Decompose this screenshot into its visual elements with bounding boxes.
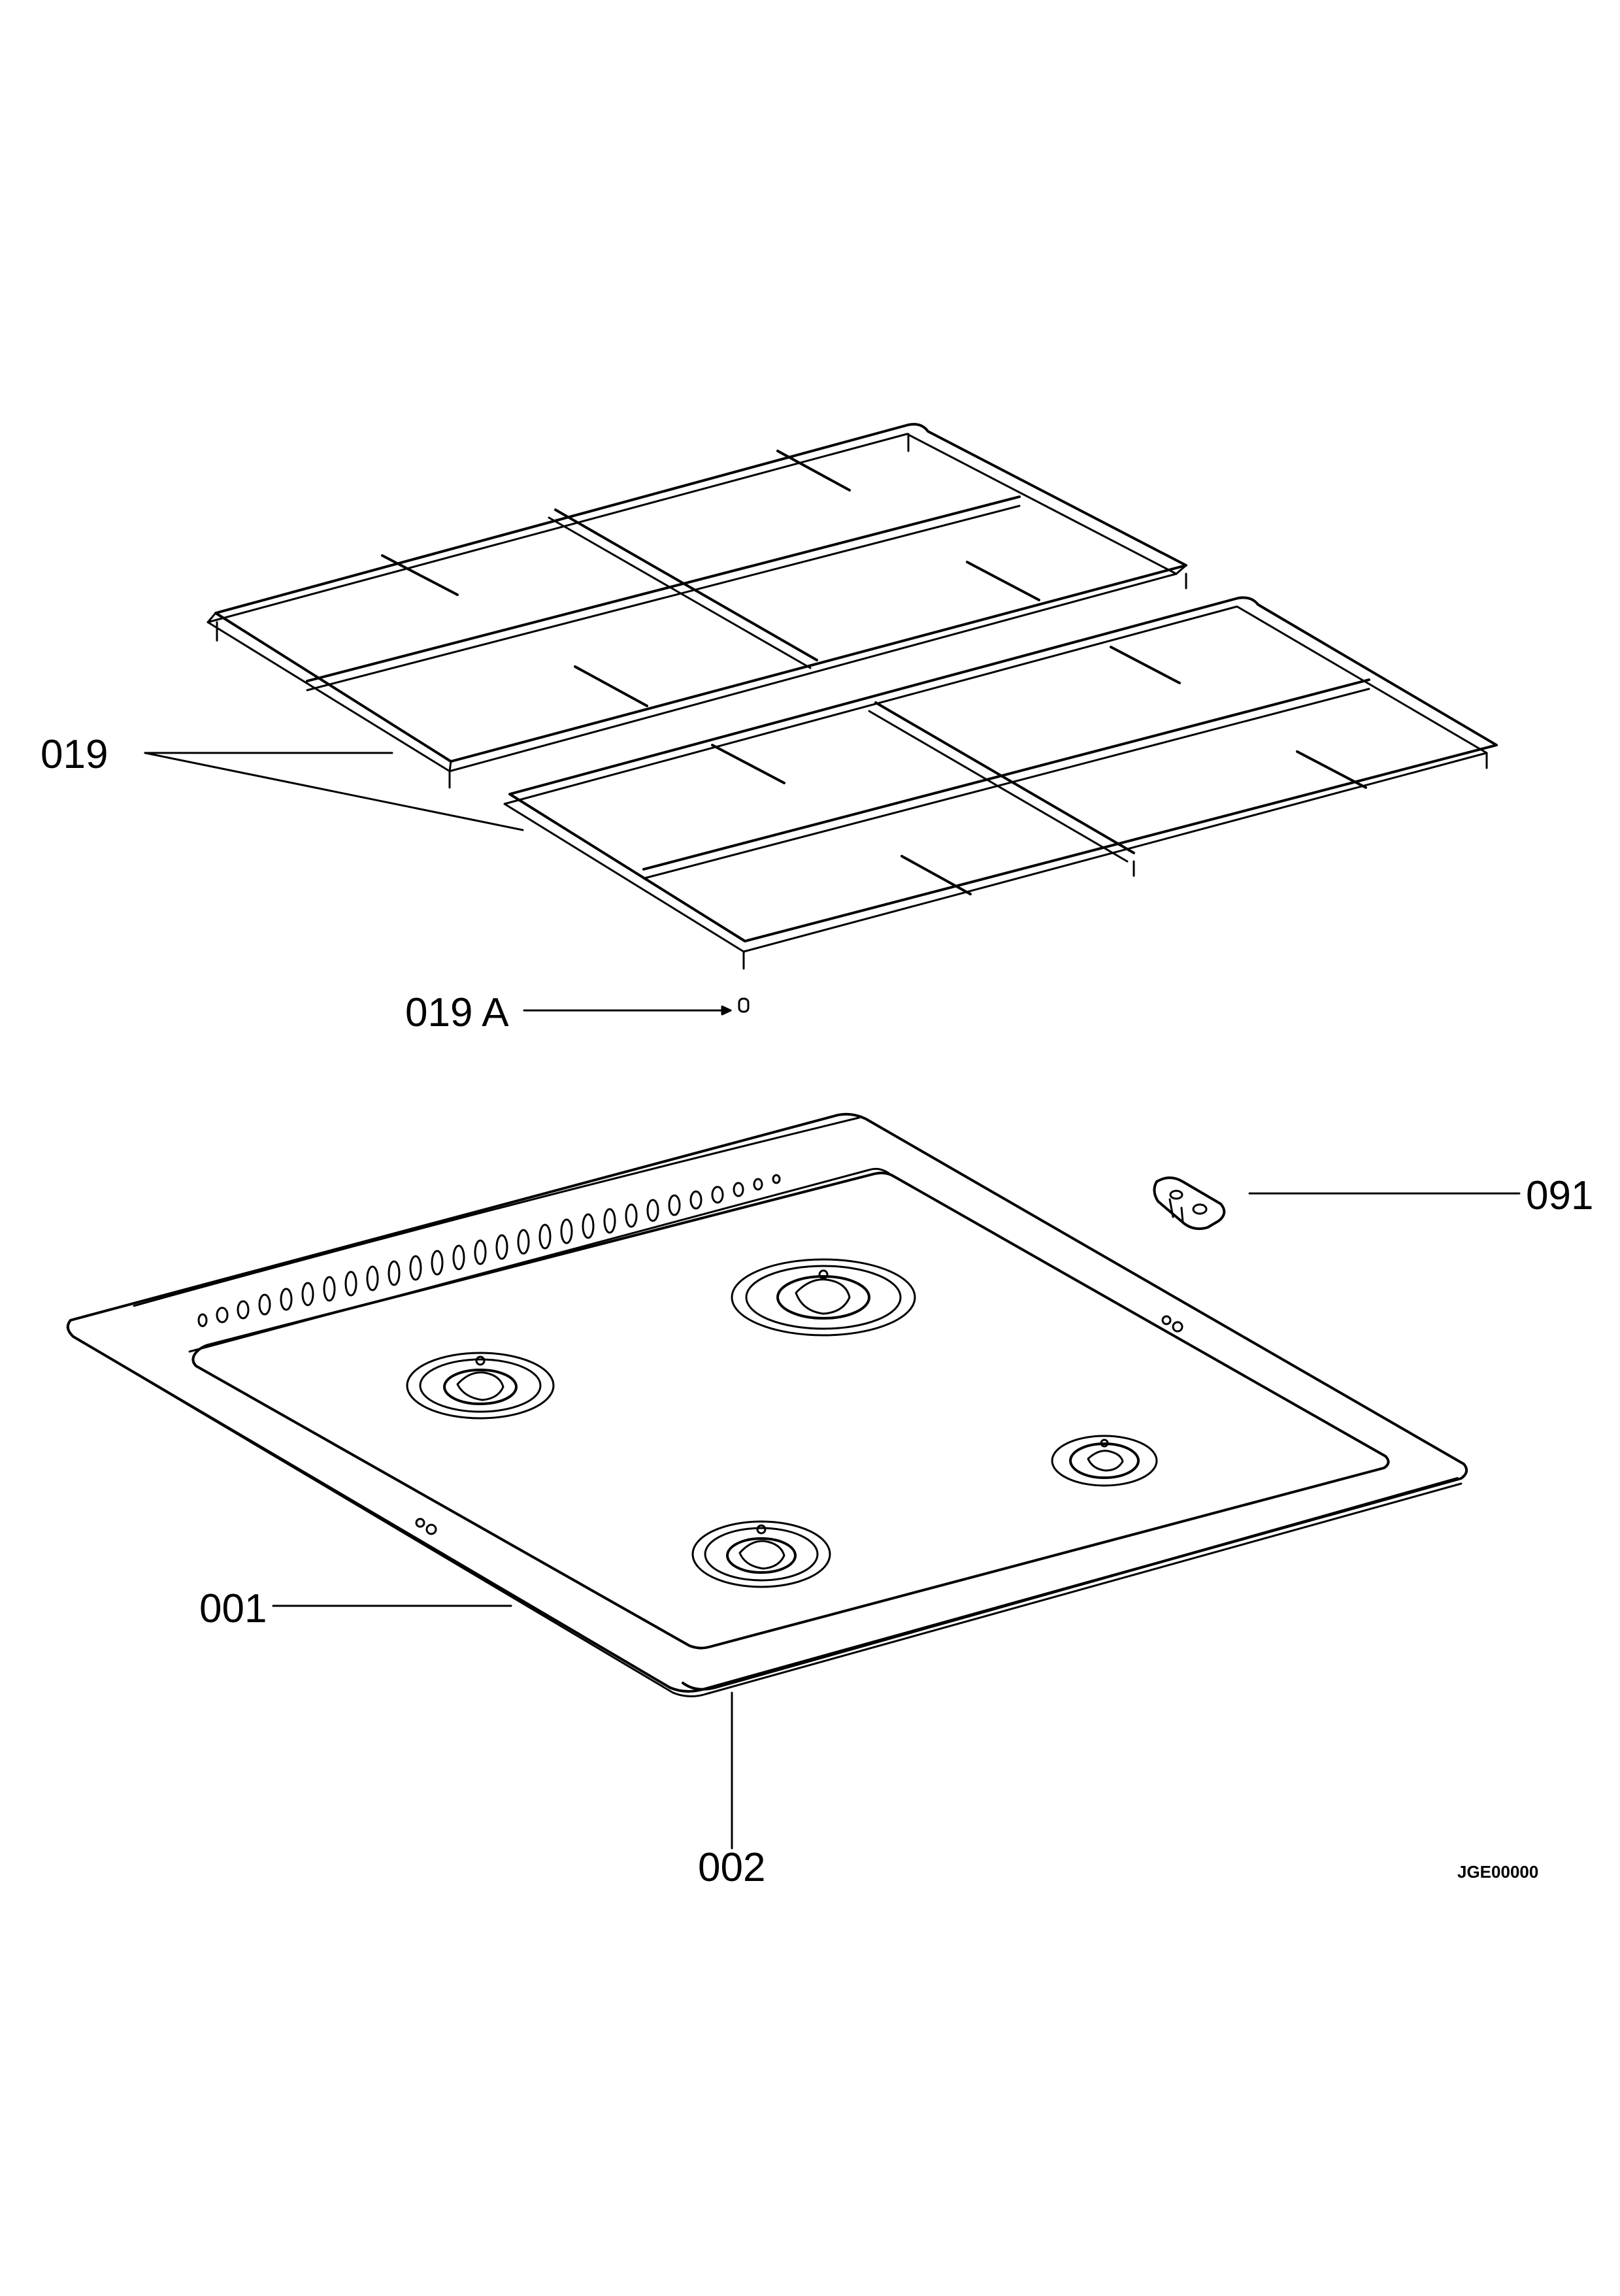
support-foot-part	[738, 997, 750, 1013]
burner-rear-right	[731, 1258, 916, 1337]
leader-lines	[144, 752, 1521, 1850]
clip-part	[1153, 1176, 1226, 1230]
burner-rear-left	[406, 1352, 555, 1420]
label-hob-seal: 002	[698, 1845, 765, 1890]
label-support-foot: 019 A	[405, 990, 509, 1035]
pan-support-front	[503, 596, 1498, 970]
fixing-holes	[415, 1315, 1183, 1535]
label-hob-top: 001	[199, 1586, 267, 1631]
burner-front-right	[1051, 1435, 1158, 1487]
label-clip: 091	[1526, 1173, 1593, 1218]
burner-front-left	[691, 1520, 831, 1588]
hob-top-panel	[66, 1112, 1468, 1697]
pan-support-rear	[207, 423, 1187, 789]
vent-slots	[197, 1174, 781, 1327]
label-pan-supports: 019	[41, 732, 108, 777]
drawing-code: JGE00000	[1457, 1862, 1538, 1882]
